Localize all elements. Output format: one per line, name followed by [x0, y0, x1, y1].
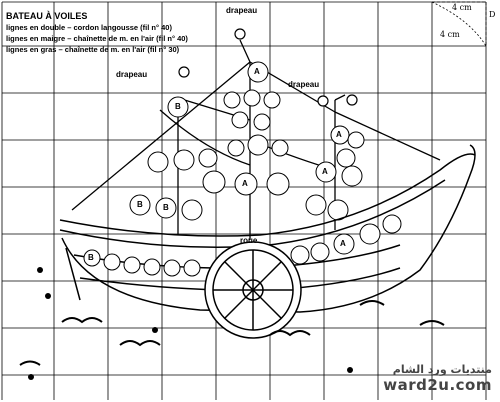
motif-letter-a: A — [340, 239, 346, 248]
dimension-height: 4 cm — [440, 30, 460, 39]
legend-line-double: lignes en double – cordon langousse (fil… — [6, 23, 172, 32]
motif-letter-a: A — [336, 130, 342, 139]
label-roue: roue — [240, 236, 258, 245]
dimension-corner: D — [489, 10, 496, 19]
label-drapeau-right: drapeau — [288, 80, 320, 89]
legend-line-thin: lignes en maigre – chaînette de m. en l'… — [6, 34, 188, 43]
sail-flower-motifs — [129, 61, 365, 221]
motif-letter-a: A — [242, 179, 248, 188]
motif-letter-b: B — [175, 102, 181, 111]
motif-letter-b: B — [88, 253, 94, 262]
legend-line-bold: lignes en gras – chaînette de m. en l'ai… — [6, 45, 180, 54]
flag-circles — [178, 28, 358, 107]
sea-dots — [28, 267, 353, 380]
label-drapeau-left: drapeau — [116, 70, 148, 79]
stitch-legend: BATEAU À VOILES lignes en double – cordo… — [6, 10, 236, 55]
pattern-grid — [1, 1, 487, 400]
sea-waves — [19, 300, 445, 366]
ship-wheel — [204, 241, 302, 339]
hull-portholes — [83, 214, 402, 277]
motif-letter-b: B — [163, 203, 169, 212]
dimension-width: 4 cm — [452, 3, 472, 12]
motif-letter-a: A — [322, 167, 328, 176]
site-watermark: منتديات ورد الشام ward2u.com — [383, 363, 492, 394]
motif-letter-a: A — [254, 67, 260, 76]
watermark-arabic: منتديات ورد الشام — [392, 363, 492, 376]
motif-letter-b: B — [137, 200, 143, 209]
legend-title: BATEAU À VOILES — [6, 11, 88, 21]
dimension-marks — [431, 1, 487, 47]
watermark-site: ward2u.com — [383, 376, 492, 394]
label-drapeau-top: drapeau — [226, 6, 258, 15]
